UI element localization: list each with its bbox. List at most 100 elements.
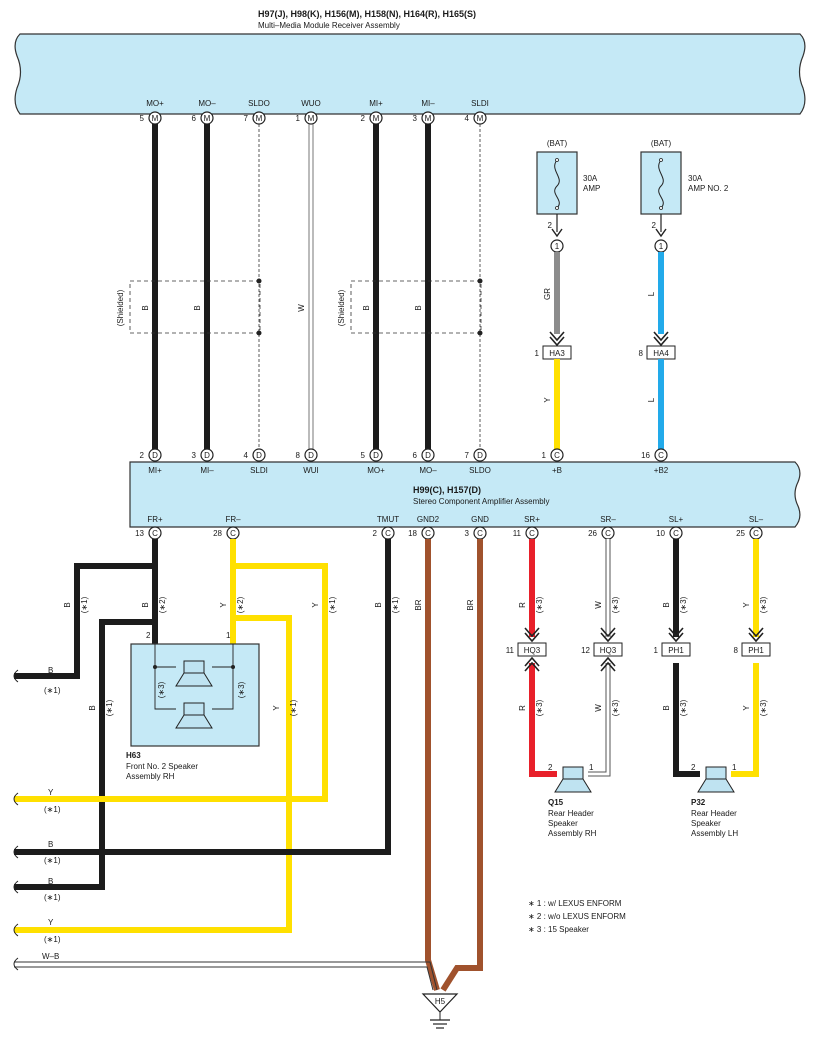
wire-color-label: B [141, 602, 150, 607]
amplifier-pin-signal: SLDO [469, 466, 491, 475]
connector-ph1-a: PH1 1 [654, 627, 691, 657]
wire-fr-plus-left [14, 539, 158, 679]
junction-dot [477, 330, 483, 336]
amplifier-pin-connector: C [385, 529, 391, 538]
receiver-name: Multi–Media Module Receiver Assembly [258, 21, 400, 30]
amplifier-pin-signal: MI– [200, 466, 214, 475]
inline-connector-label: PH1 [748, 646, 764, 655]
fuse-name: AMP [583, 184, 600, 193]
left-wire-note: (∗1) [44, 893, 61, 902]
speaker-pin: 2 [691, 763, 696, 772]
speaker-pin: 2 [548, 763, 553, 772]
inline-connector-pin: 11 [506, 646, 515, 655]
amplifier-pin-connector: C [658, 451, 664, 460]
amplifier-pin-number: 16 [641, 451, 650, 460]
left-wire-note: (∗1) [44, 856, 61, 865]
amplifier-pin-number: 18 [408, 529, 417, 538]
wire-color-label: L [647, 291, 656, 296]
inline-connector-label: HQ3 [600, 646, 617, 655]
amplifier-pin-connector: D [477, 451, 483, 460]
wire-b-lower-left [14, 619, 155, 890]
wire-color-label: BR [466, 599, 475, 610]
connector-circle [654, 448, 668, 462]
junction-label: 1 [555, 242, 560, 251]
amplifier-pin-signal: +B2 [654, 466, 669, 475]
speaker-code: H63 [126, 751, 141, 760]
fuse-terminal [555, 206, 559, 210]
amplifier-pin-connector: C [529, 529, 535, 538]
receiver-pin-signal: SLDI [471, 99, 489, 108]
wire-note-label: (∗1) [391, 596, 400, 613]
amplifier-pin-connector: C [230, 529, 236, 538]
amplifier-pin-number: 7 [465, 451, 470, 460]
amplifier-pin-signal: SR– [600, 515, 616, 524]
receiver-module: H97(J), H98(K), H156(M), H158(N), H164(R… [14, 9, 806, 115]
inline-connector-pin: 1 [654, 646, 659, 655]
amplifier-pin-signal: GND2 [417, 515, 440, 524]
receiver-pin-connector: M [152, 114, 159, 123]
wire-color-label: W [297, 304, 306, 312]
wire-color-label: Y [742, 602, 751, 608]
shielded-label-left: (Shielded) [116, 289, 125, 326]
wire-note-label: (∗3) [679, 596, 688, 613]
receiver-pin-number: 7 [244, 114, 249, 123]
fuse-source: (BAT) [651, 139, 672, 148]
speaker-note: (∗3) [237, 681, 246, 698]
amplifier-pin-signal: MI+ [148, 466, 162, 475]
left-wire-color: Y [48, 788, 54, 797]
inline-connector [741, 642, 771, 657]
speaker-name: Assembly RH [126, 772, 175, 781]
wire-tmut [14, 539, 391, 855]
wire-note-label: (∗1) [289, 699, 298, 716]
wire-color-label: W [594, 601, 603, 609]
receiver-pin: SLDO 7 M [244, 99, 270, 125]
amplifier-pin-number: 8 [296, 451, 301, 460]
amplifier-pin-number: 3 [465, 529, 470, 538]
wire-gnd [440, 539, 483, 992]
inline-connector-label: HQ3 [524, 646, 541, 655]
rear-speaker-q15: 2 1 Q15 Rear Header Speaker Assembly RH [548, 763, 597, 838]
connector-circle [473, 448, 487, 462]
power-wires: GR HA3 1 Y L HA4 8 L [535, 252, 676, 449]
receiver-pin-number: 4 [465, 114, 470, 123]
amplifier-pin-number: 6 [413, 451, 418, 460]
wire-color-label: B [374, 602, 383, 607]
junction-dot [256, 278, 262, 284]
connector-circle [304, 448, 318, 462]
inline-connector-pin: 8 [734, 646, 739, 655]
ground-triangle-icon [421, 993, 459, 1013]
connector-chevron [549, 331, 565, 347]
connector-chevron [653, 331, 669, 347]
wire-break-mark [13, 957, 19, 971]
connector-hq3-a: HQ3 11 [506, 627, 547, 672]
left-wire-note: (∗1) [44, 805, 61, 814]
amplifier-pin-connector: C [554, 451, 560, 460]
amplifier-pin-signal: TMUT [377, 515, 399, 524]
speaker-name: Assembly LH [691, 829, 738, 838]
connector-chevron [668, 627, 684, 643]
speaker-name: Front No. 2 Speaker [126, 762, 198, 771]
amplifier-pin-connector: D [204, 451, 210, 460]
wire-note-label: (∗3) [759, 596, 768, 613]
connector-chevron [655, 228, 667, 238]
fuse-amp: (BAT) 30A AMP 2 1 [536, 139, 600, 253]
left-wire-color: B [48, 840, 53, 849]
amplifier-pin-number: 3 [192, 451, 197, 460]
amplifier-pin-number: 25 [736, 529, 745, 538]
speaker-code: P32 [691, 798, 706, 807]
receiver-pin-number: 1 [296, 114, 301, 123]
receiver-pin: WUO 1 M [296, 99, 321, 125]
amplifier-pin-signal: WUI [303, 466, 319, 475]
receiver-pin-number: 5 [140, 114, 145, 123]
receiver-pin: MI– 3 M [413, 99, 435, 125]
receiver-pin-signal: MO– [198, 99, 216, 108]
amplifier-name: Stereo Component Amplifier Assembly [413, 497, 550, 506]
amplifier-pin-number: 28 [213, 529, 222, 538]
speaker-pin: 1 [226, 631, 231, 640]
footnote: ∗ 2 : w/o LEXUS ENFORM [528, 912, 626, 921]
receiver-pin-connector: M [425, 114, 432, 123]
wire-sr-minus-lower [588, 663, 610, 776]
inline-connector-label: PH1 [668, 646, 684, 655]
receiver-pin-number: 2 [361, 114, 366, 123]
